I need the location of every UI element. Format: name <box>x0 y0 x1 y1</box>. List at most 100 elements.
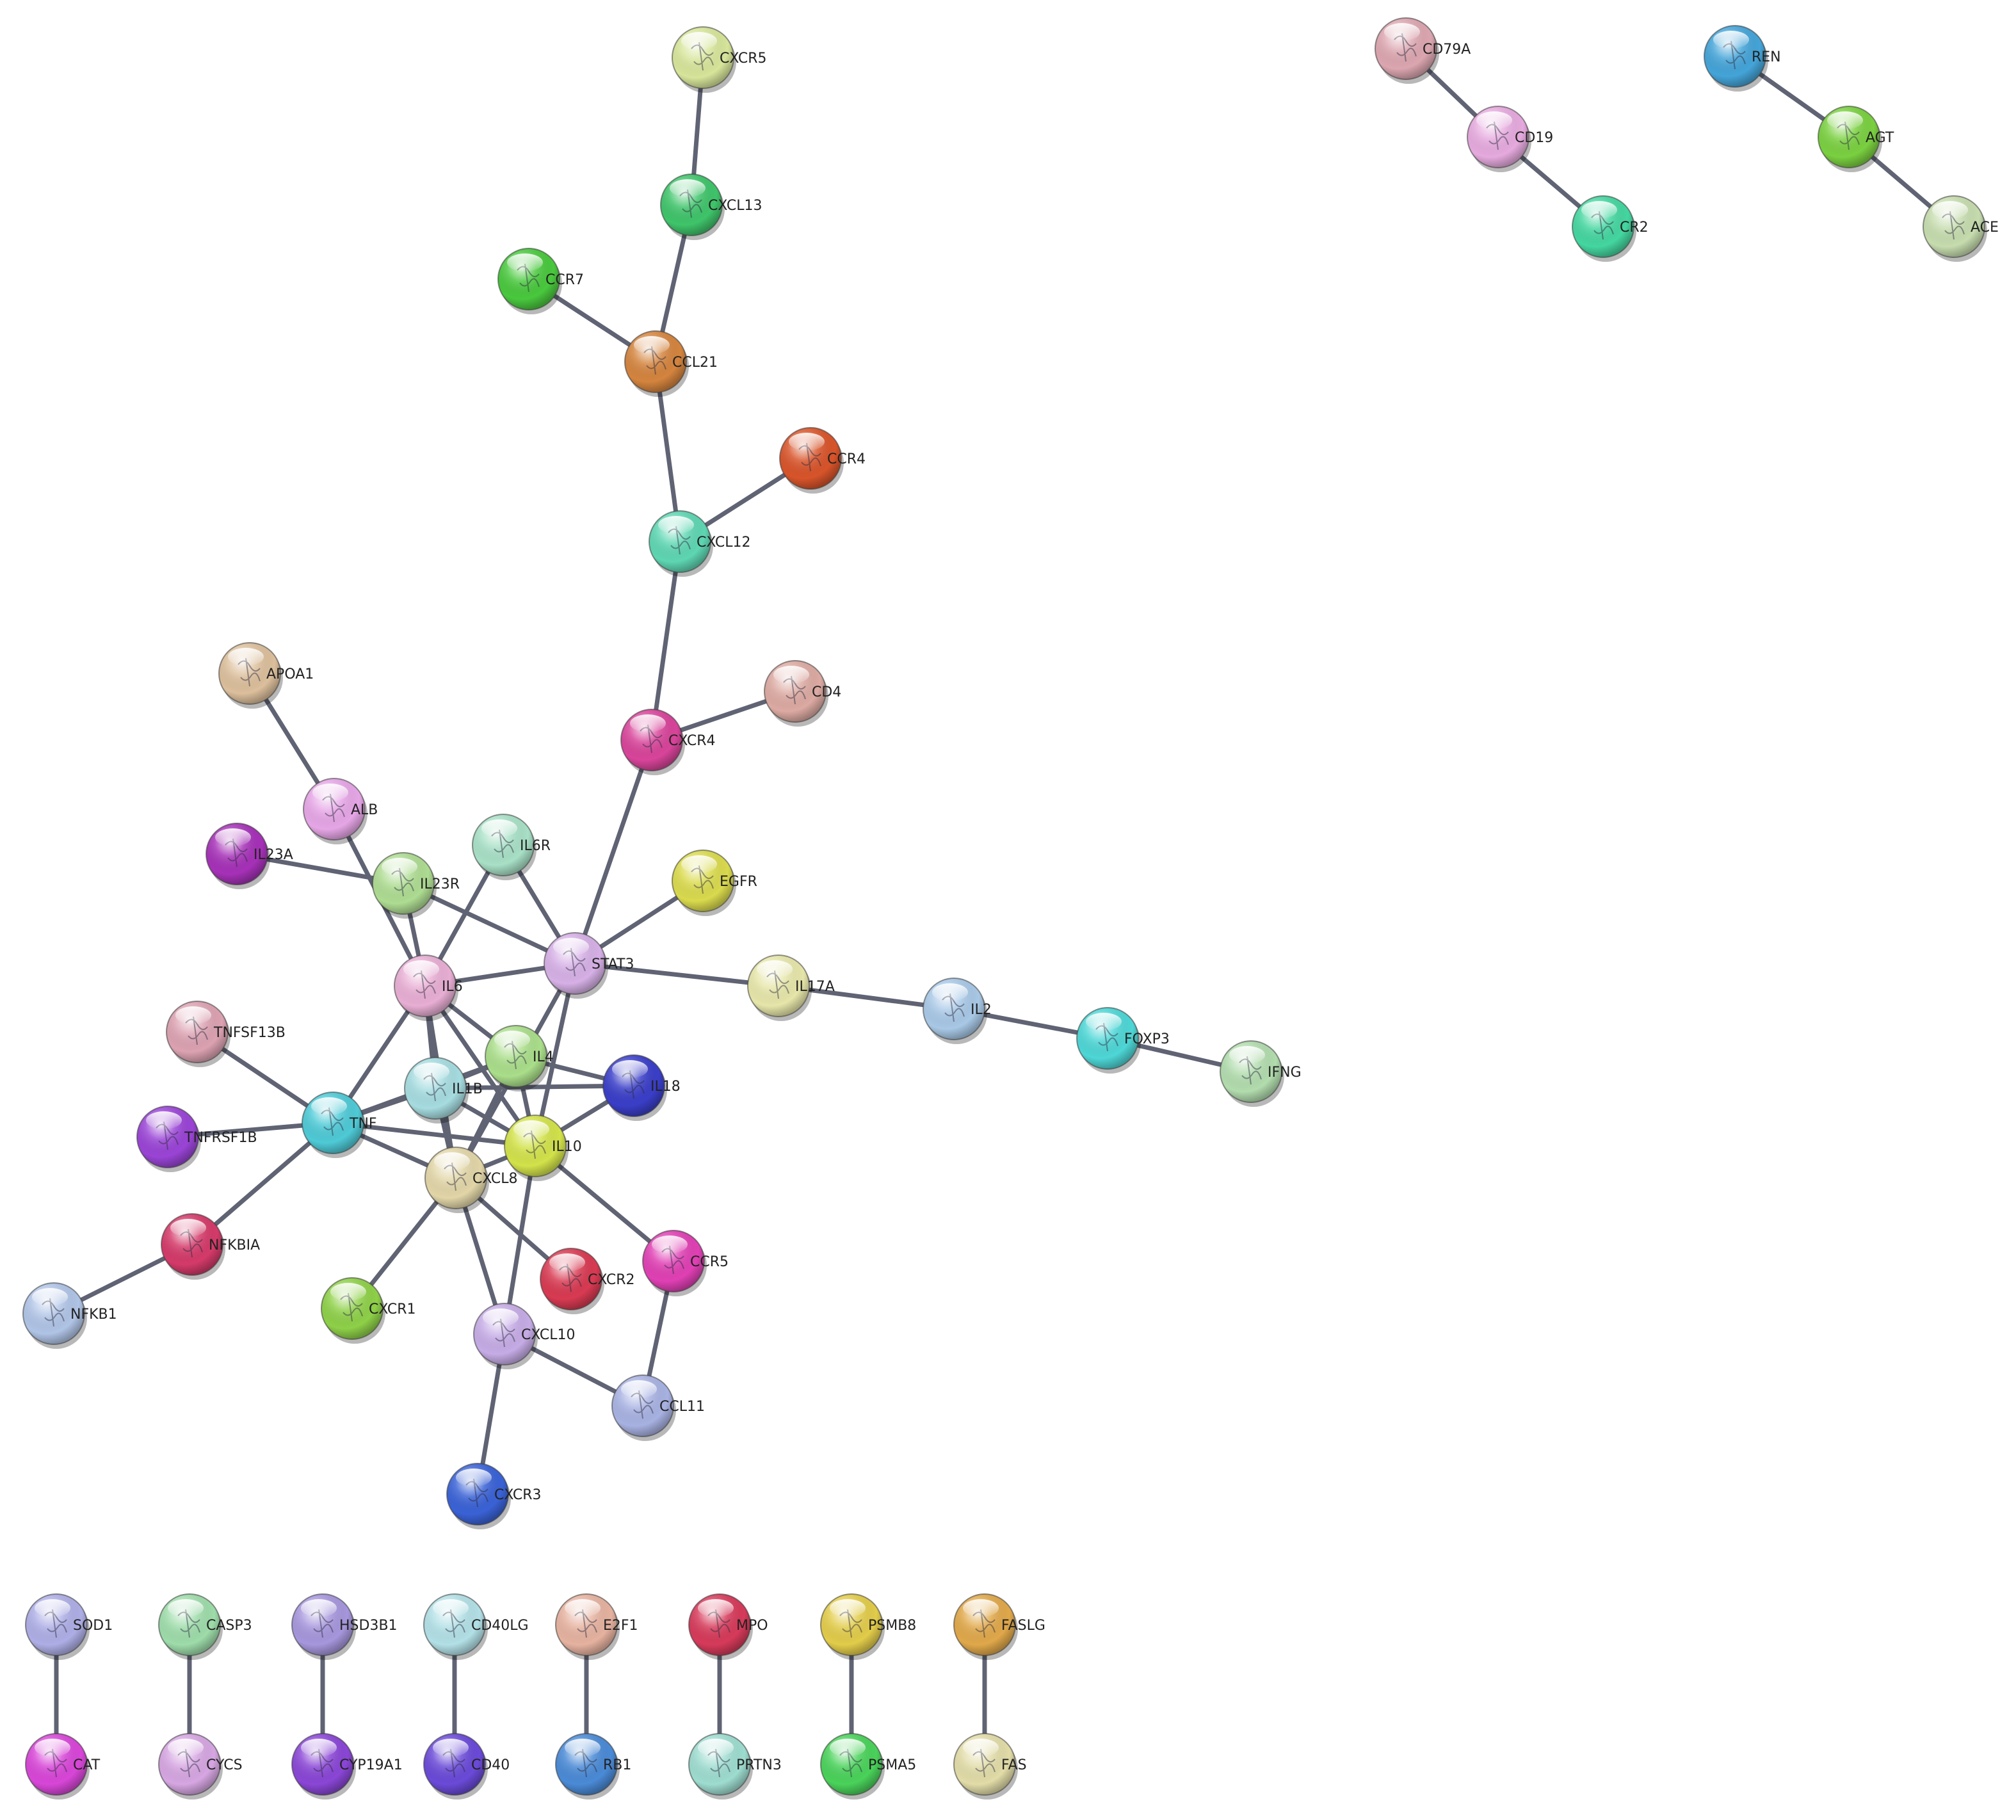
node-casp3[interactable]: CASP3 <box>158 1593 252 1660</box>
node-cxcr4[interactable]: CXCR4 <box>620 709 715 775</box>
node-highlight <box>35 1739 70 1757</box>
node-highlight <box>312 784 348 801</box>
node-ccr4[interactable]: CCR4 <box>779 427 866 494</box>
node-rim <box>642 1230 705 1293</box>
node-cd4[interactable]: CD4 <box>764 660 841 727</box>
node-rim <box>303 778 366 841</box>
node-highlight <box>433 1739 469 1757</box>
node-il6r[interactable]: IL6R <box>472 814 551 880</box>
node-highlight <box>456 1469 492 1486</box>
node-ren[interactable]: REN <box>1704 25 1781 92</box>
node-cxcl10[interactable]: CXCL10 <box>473 1303 575 1369</box>
node-rim <box>544 932 606 995</box>
node-cd40lg[interactable]: CD40LG <box>423 1593 529 1660</box>
node-label: CYCS <box>206 1757 243 1773</box>
node-cycs[interactable]: CYCS <box>158 1733 243 1800</box>
node-il23a[interactable]: IL23A <box>206 823 293 889</box>
node-cxcl12[interactable]: CXCL12 <box>649 510 750 577</box>
node-stat3[interactable]: STAT3 <box>544 932 634 999</box>
node-prtn3[interactable]: PRTN3 <box>688 1733 782 1800</box>
node-ifng[interactable]: IFNG <box>1220 1040 1302 1107</box>
node-foxp3[interactable]: FOXP3 <box>1076 1007 1170 1074</box>
node-cxcl8[interactable]: CXCL8 <box>424 1147 517 1213</box>
node-hsd3b1[interactable]: HSD3B1 <box>291 1593 398 1660</box>
node-sod1[interactable]: SOD1 <box>25 1593 113 1660</box>
node-ccl11[interactable]: CCL11 <box>611 1374 705 1441</box>
node-highlight <box>494 1031 530 1049</box>
node-label: CD40LG <box>471 1618 529 1634</box>
node-e2f1[interactable]: E2F1 <box>555 1593 638 1660</box>
node-cxcr3[interactable]: CXCR3 <box>446 1463 541 1529</box>
node-faslg[interactable]: FASLG <box>953 1593 1045 1660</box>
node-cd40[interactable]: CD40 <box>423 1733 510 1800</box>
node-label: IL17A <box>795 979 835 995</box>
node-highlight <box>773 666 809 684</box>
node-highlight <box>698 1599 734 1617</box>
node-cxcr5[interactable]: CXCR5 <box>672 26 766 93</box>
node-ccr5[interactable]: CCR5 <box>642 1230 729 1296</box>
node-rb1[interactable]: RB1 <box>555 1733 631 1800</box>
node-rim <box>779 427 842 490</box>
node-apoa1[interactable]: APOA1 <box>218 642 314 709</box>
node-psma5[interactable]: PSMA5 <box>820 1733 916 1800</box>
node-rim <box>206 823 268 885</box>
node-highlight <box>301 1739 337 1757</box>
node-cd79a[interactable]: CD79A <box>1375 17 1471 84</box>
node-il1b[interactable]: IL1B <box>404 1057 483 1123</box>
node-highlight <box>35 1599 70 1617</box>
node-highlight <box>1713 31 1749 49</box>
node-label: CXCL10 <box>521 1327 575 1343</box>
node-rim <box>25 1733 88 1796</box>
node-il2[interactable]: IL2 <box>923 978 992 1044</box>
node-label: CCL11 <box>659 1399 705 1415</box>
node-cxcl13[interactable]: CXCL13 <box>660 173 762 240</box>
node-nfkb1[interactable]: NFKB1 <box>22 1282 117 1349</box>
node-highlight <box>434 1152 470 1170</box>
node-rim <box>688 1733 751 1796</box>
node-rim <box>540 1248 602 1310</box>
node-label: CD40 <box>471 1757 510 1773</box>
node-il17a[interactable]: IL17A <box>747 954 835 1021</box>
node-il10[interactable]: IL10 <box>504 1115 582 1181</box>
node-tnf[interactable]: TNF <box>302 1091 377 1158</box>
node-highlight <box>1827 111 1863 129</box>
node-tnfsf13b[interactable]: TNFSF13B <box>166 1001 286 1067</box>
node-cxcr2[interactable]: CXCR2 <box>540 1248 634 1314</box>
node-il23r[interactable]: IL23R <box>372 852 460 919</box>
node-rim <box>555 1733 618 1796</box>
node-alb[interactable]: ALB <box>303 778 378 844</box>
node-ccr7[interactable]: CCR7 <box>497 248 584 314</box>
node-cat[interactable]: CAT <box>25 1733 101 1800</box>
node-nfkbia[interactable]: NFKBIA <box>161 1213 260 1280</box>
node-agt[interactable]: AGT <box>1818 106 1894 172</box>
node-rim <box>649 510 711 573</box>
node-ccl21[interactable]: CCL21 <box>624 330 718 397</box>
node-fas[interactable]: FAS <box>953 1733 1027 1800</box>
node-cxcr1[interactable]: CXCR1 <box>321 1277 415 1344</box>
node-rim <box>688 1593 751 1656</box>
node-il4[interactable]: IL4 <box>485 1025 554 1091</box>
node-label: IL6R <box>520 838 551 854</box>
node-highlight <box>311 1097 347 1115</box>
node-tnfrsf1b[interactable]: TNFRSF1B <box>136 1106 257 1172</box>
node-highlight <box>652 1236 688 1253</box>
node-rim <box>602 1054 665 1117</box>
node-label: AGT <box>1866 130 1894 146</box>
node-rim <box>1467 106 1529 168</box>
node-highlight <box>301 1599 337 1617</box>
node-highlight <box>565 1599 601 1617</box>
node-egfr[interactable]: EGFR <box>672 850 757 916</box>
node-mpo[interactable]: MPO <box>688 1593 768 1660</box>
node-ace[interactable]: ACE <box>1923 195 1999 262</box>
node-il18[interactable]: IL18 <box>602 1054 681 1121</box>
node-highlight <box>565 1739 601 1757</box>
node-rim <box>1220 1040 1282 1103</box>
node-cyp19a1[interactable]: CYP19A1 <box>291 1733 403 1800</box>
node-psmb8[interactable]: PSMB8 <box>820 1593 916 1660</box>
node-rim <box>404 1057 467 1120</box>
node-il6[interactable]: IL6 <box>394 954 463 1021</box>
node-rim <box>394 954 456 1017</box>
node-cd19[interactable]: CD19 <box>1467 106 1553 172</box>
node-label: IL1B <box>452 1081 483 1097</box>
node-cr2[interactable]: CR2 <box>1572 195 1649 262</box>
